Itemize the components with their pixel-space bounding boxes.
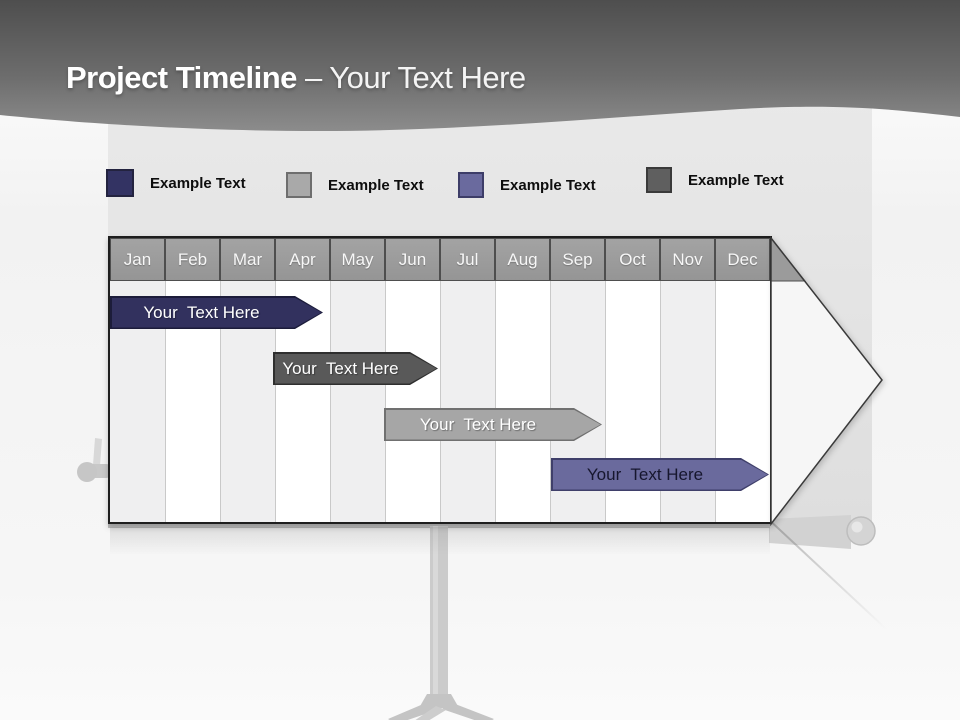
legend-item[interactable]: Example Text bbox=[458, 172, 596, 198]
timeline-body bbox=[110, 281, 770, 522]
legend-label: Example Text bbox=[500, 176, 596, 194]
rail-edge bbox=[108, 522, 770, 528]
month-column bbox=[330, 281, 385, 522]
legend-swatch[interactable] bbox=[646, 167, 672, 193]
month-header-cell: Dec bbox=[715, 238, 770, 281]
clamp-stem bbox=[93, 438, 102, 466]
rail-knob-highlight bbox=[851, 521, 863, 533]
tripod-leg-center bbox=[415, 706, 446, 720]
task-bar[interactable]: Your Text Here bbox=[273, 352, 438, 385]
month-header-cell: Oct bbox=[605, 238, 660, 281]
tripod-leg-left bbox=[388, 702, 440, 720]
legend-label: Example Text bbox=[688, 171, 784, 189]
task-bar-fill: Your Text Here bbox=[386, 410, 601, 440]
legend-label: Example Text bbox=[150, 174, 246, 192]
month-header-cell: Jan bbox=[110, 238, 165, 281]
task-bar[interactable]: Your Text Here bbox=[551, 458, 769, 491]
month-column bbox=[440, 281, 495, 522]
arrow-tip-outline bbox=[770, 235, 883, 527]
month-header-cell: Mar bbox=[220, 238, 275, 281]
month-header-cell: Nov bbox=[660, 238, 715, 281]
task-label: Your Text Here bbox=[586, 464, 704, 484]
title-secondary: – Your Text Here bbox=[305, 60, 526, 95]
month-header-cell: Apr bbox=[275, 238, 330, 281]
month-column bbox=[495, 281, 550, 522]
task-label: Your Text Here bbox=[143, 302, 260, 322]
clamp-knob bbox=[77, 462, 97, 482]
task-bar-fill: Your Text Here bbox=[553, 460, 768, 490]
task-label: Your Text Here bbox=[282, 358, 399, 378]
page-title[interactable]: Project Timeline – Your Text Here bbox=[66, 60, 526, 96]
arrow-tip-body bbox=[771, 238, 882, 524]
legend-label: Example Text bbox=[328, 176, 424, 194]
legend-swatch[interactable] bbox=[458, 172, 484, 198]
board-reflection bbox=[110, 527, 770, 555]
legend-item[interactable]: Example Text bbox=[646, 167, 784, 193]
task-bar[interactable]: Your Text Here bbox=[110, 296, 323, 329]
month-column bbox=[385, 281, 440, 522]
task-bar-fill: Your Text Here bbox=[275, 354, 437, 384]
month-header-cell: Aug bbox=[495, 238, 550, 281]
task-label: Your Text Here bbox=[419, 414, 537, 434]
month-header-cell: Sep bbox=[550, 238, 605, 281]
stand-pole-highlight bbox=[433, 526, 438, 698]
tripod-leg-right bbox=[442, 702, 494, 720]
month-header-cell: Jul bbox=[440, 238, 495, 281]
timeline-arrow-tip bbox=[770, 235, 883, 527]
legend-swatch[interactable] bbox=[286, 172, 312, 198]
legend-item[interactable]: Example Text bbox=[286, 172, 424, 198]
month-header-cell: Jun bbox=[385, 238, 440, 281]
legend-item[interactable]: Example Text bbox=[106, 169, 246, 197]
legend-swatch[interactable] bbox=[106, 169, 134, 197]
title-primary: Project Timeline bbox=[66, 60, 306, 95]
month-header-cell: Feb bbox=[165, 238, 220, 281]
task-bar[interactable]: Your Text Here bbox=[384, 408, 602, 441]
task-bar-fill: Your Text Here bbox=[112, 298, 322, 328]
month-header-cell: May bbox=[330, 238, 385, 281]
